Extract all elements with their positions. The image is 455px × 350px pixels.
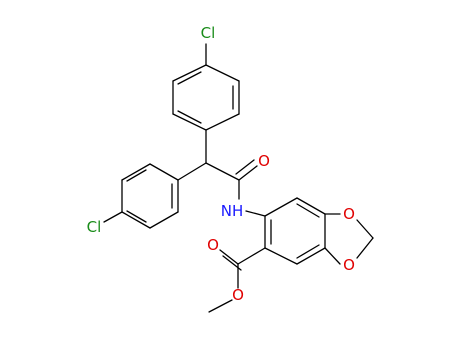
bond	[121, 211, 151, 229]
chlorine-label: Cl	[87, 218, 102, 236]
bond	[149, 163, 179, 181]
bond	[103, 211, 123, 223]
oxygen-label: O	[207, 236, 219, 254]
oxygen-label: O	[343, 205, 355, 223]
bond	[245, 210, 266, 217]
bond	[208, 299, 233, 313]
bond	[177, 110, 202, 124]
bond	[356, 219, 374, 239]
bond	[296, 247, 326, 265]
bond	[235, 159, 255, 175]
bond	[121, 163, 151, 181]
bond	[177, 162, 207, 181]
bond	[238, 165, 258, 181]
bond	[237, 247, 266, 265]
bond	[296, 203, 320, 218]
bond	[205, 162, 240, 181]
bond	[219, 249, 239, 265]
bonds	[103, 43, 374, 313]
bond	[324, 247, 341, 265]
bond	[296, 244, 320, 259]
oxygen-label: O	[343, 256, 355, 274]
chlorine-label: Cl	[201, 24, 216, 42]
bond	[172, 113, 207, 131]
bond	[264, 197, 298, 217]
bond	[264, 247, 298, 265]
nitrogen-label: NH	[221, 202, 244, 220]
oxygen-label: O	[258, 152, 270, 170]
atom-labels: Cl Cl O NH O O O O	[87, 24, 355, 304]
bond	[126, 210, 147, 223]
bond	[205, 113, 240, 131]
bond	[172, 64, 207, 82]
oxygen-label: O	[232, 286, 244, 304]
bond	[296, 197, 326, 215]
bond	[149, 211, 179, 229]
bond	[126, 169, 147, 182]
bond	[356, 237, 374, 259]
bond	[205, 64, 240, 82]
bond	[177, 71, 202, 85]
